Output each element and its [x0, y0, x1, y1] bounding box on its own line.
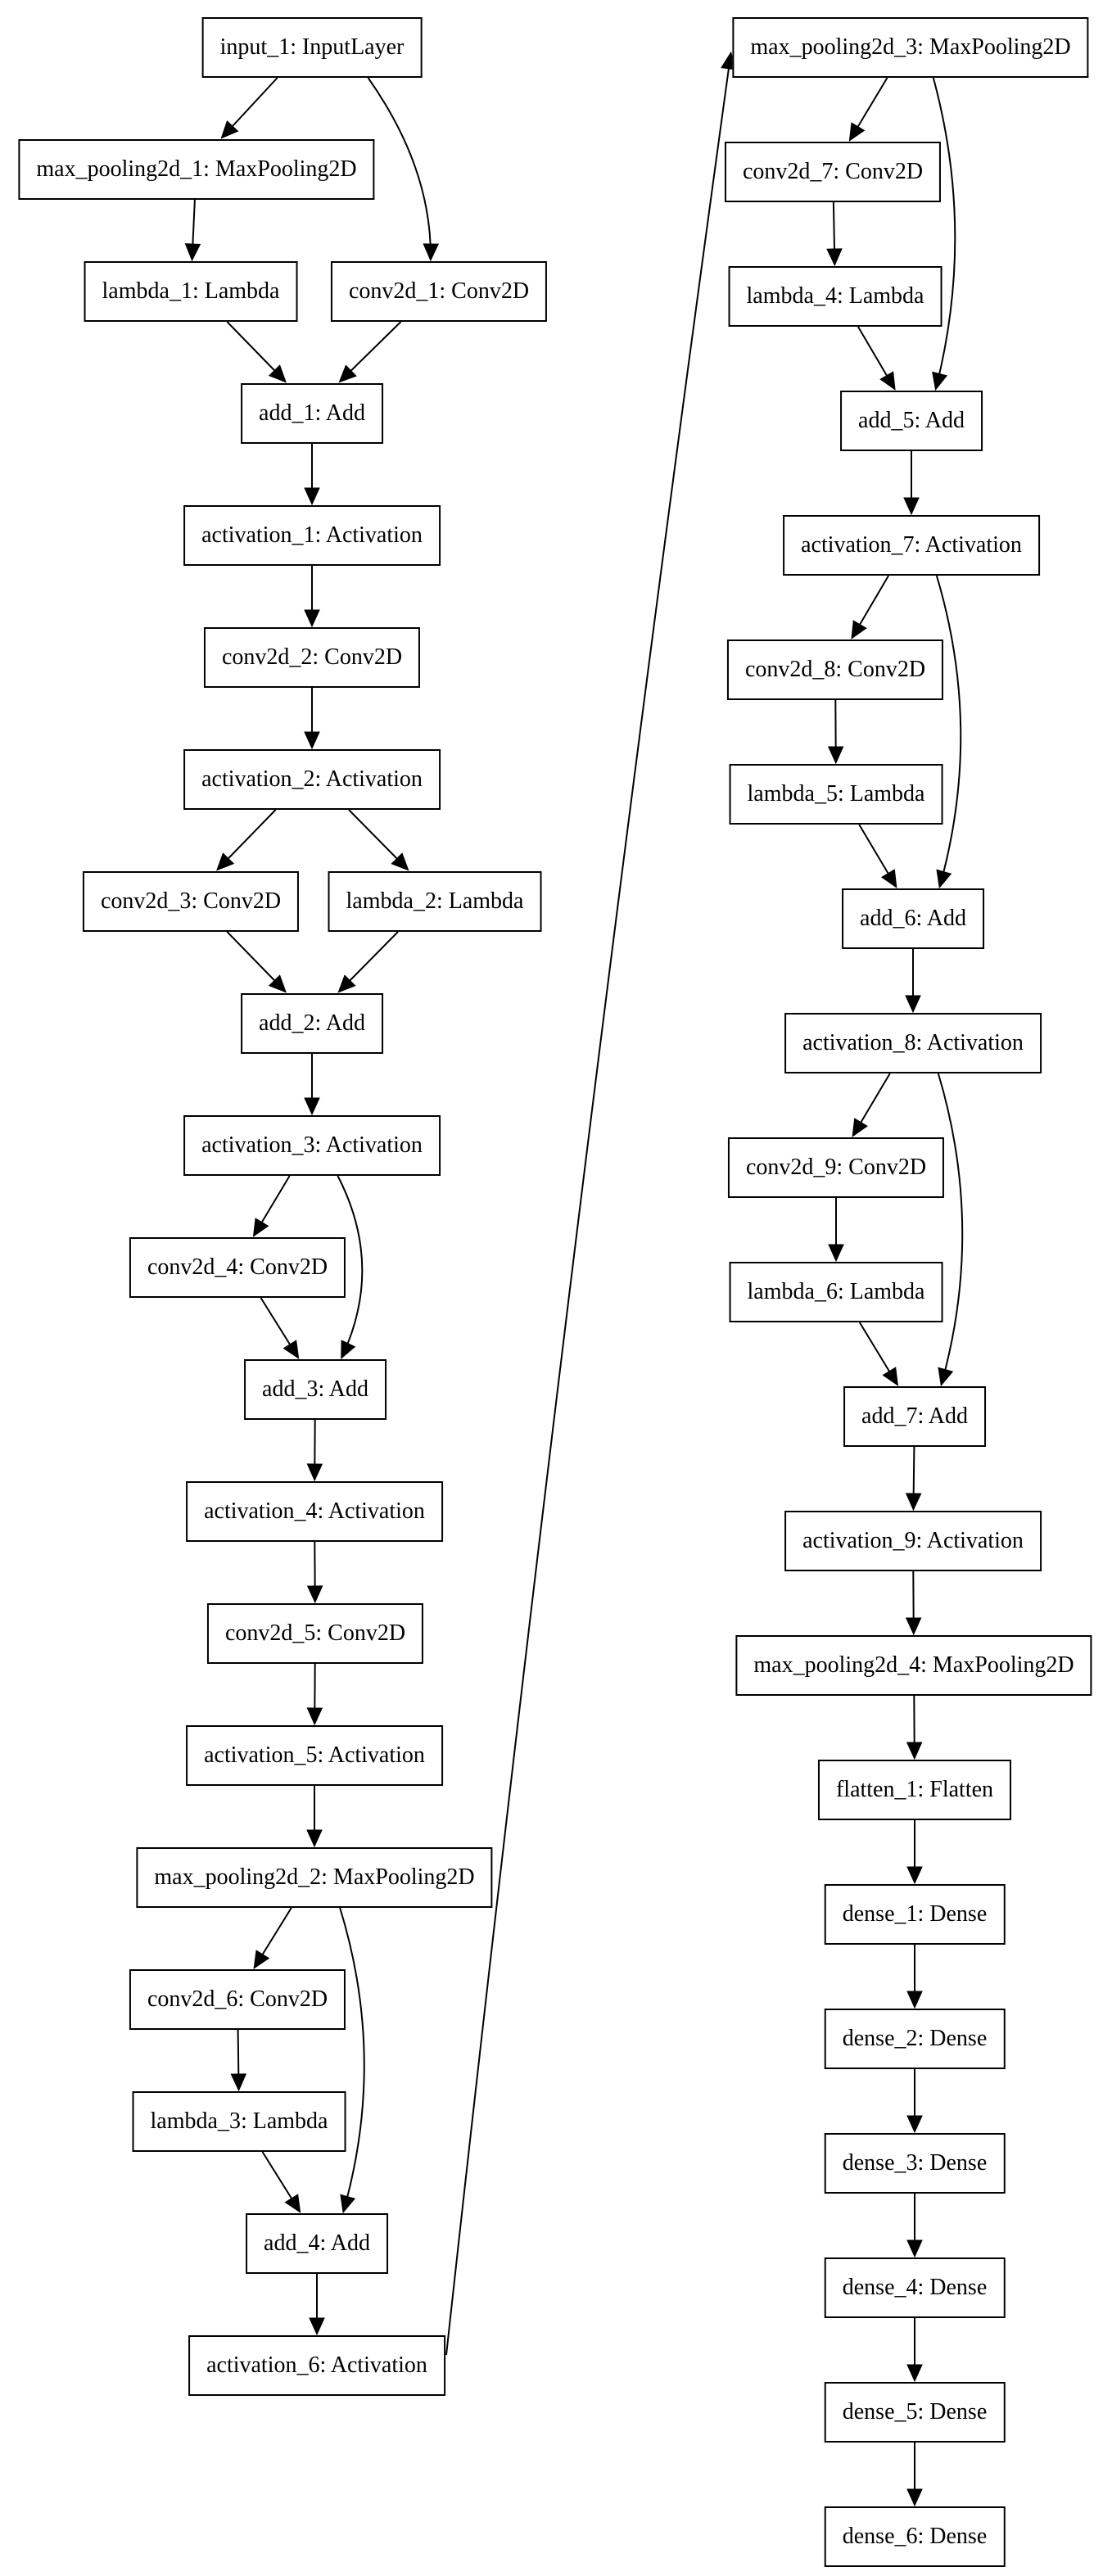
diagram-node-input_1: input_1: InputLayer — [201, 17, 423, 78]
diagram-node-activation_6: activation_6: Activation — [188, 2335, 445, 2396]
diagram-node-activation_3: activation_3: Activation — [183, 1115, 441, 1176]
diagram-node-add_1: add_1: Add — [241, 383, 383, 444]
diagram-node-conv2d_7: conv2d_7: Conv2D — [724, 142, 942, 202]
diagram-node-activation_9: activation_9: Activation — [784, 1511, 1042, 1571]
edge-activation_2-to-lambda_2 — [348, 809, 408, 870]
edge-max_pooling2d_2-to-conv2d_6 — [255, 1907, 292, 1968]
diagram-node-lambda_1: lambda_1: Lambda — [84, 261, 298, 322]
diagram-node-add_7: add_7: Add — [843, 1386, 986, 1447]
edge-max_pooling2d_3-to-conv2d_7 — [850, 77, 888, 140]
edge-lambda_4-to-add_5 — [857, 326, 895, 389]
diagram-node-activation_5: activation_5: Activation — [186, 1725, 443, 1786]
edge-activation_8-to-add_7 — [937, 1073, 964, 1385]
diagram-node-add_3: add_3: Add — [244, 1359, 387, 1420]
diagram-node-conv2d_9: conv2d_9: Conv2D — [727, 1137, 945, 1198]
diagram-node-max_pooling2d_4: max_pooling2d_4: MaxPooling2D — [735, 1635, 1092, 1696]
diagram-node-dense_5: dense_5: Dense — [824, 2382, 1006, 2443]
diagram-node-activation_8: activation_8: Activation — [784, 1013, 1042, 1073]
edge-input_1-to-conv2d_1 — [367, 77, 431, 260]
edge-max_pooling2d_3-to-add_5 — [933, 77, 956, 389]
diagram-node-activation_1: activation_1: Activation — [183, 505, 441, 566]
edge-activation_7-to-conv2d_8 — [852, 575, 889, 638]
diagram-node-max_pooling2d_2: max_pooling2d_2: MaxPooling2D — [136, 1847, 493, 1908]
edge-lambda_2-to-add_2 — [339, 931, 399, 992]
diagram-node-max_pooling2d_1: max_pooling2d_1: MaxPooling2D — [18, 139, 375, 200]
diagram-node-activation_2: activation_2: Activation — [183, 749, 441, 810]
diagram-node-conv2d_4: conv2d_4: Conv2D — [129, 1237, 346, 1298]
diagram-node-add_6: add_6: Add — [842, 888, 984, 949]
edge-conv2d_4-to-add_3 — [260, 1297, 299, 1358]
diagram-node-dense_3: dense_3: Dense — [824, 2133, 1006, 2194]
diagram-node-conv2d_1: conv2d_1: Conv2D — [330, 261, 548, 322]
edge-lambda_3-to-add_4 — [261, 2151, 301, 2212]
edge-activation_6-to-max_pooling2d_3 — [445, 53, 731, 2356]
edge-conv2d_1-to-add_1 — [340, 321, 402, 382]
diagram-node-activation_4: activation_4: Activation — [186, 1481, 443, 1542]
diagram-node-lambda_5: lambda_5: Lambda — [729, 764, 943, 825]
edge-conv2d_6-to-lambda_3 — [238, 2029, 239, 2090]
edge-activation_2-to-conv2d_3 — [218, 809, 277, 870]
diagram-node-lambda_2: lambda_2: Lambda — [328, 871, 542, 932]
diagram-node-add_5: add_5: Add — [840, 391, 983, 451]
edge-activation_7-to-add_6 — [935, 575, 962, 887]
edge-conv2d_3-to-add_2 — [226, 931, 285, 992]
diagram-node-conv2d_8: conv2d_8: Conv2D — [726, 639, 944, 700]
diagram-node-dense_6: dense_6: Dense — [824, 2506, 1006, 2567]
edge-max_pooling2d_1-to-lambda_1 — [192, 199, 195, 260]
edge-activation_3-to-add_3 — [337, 1175, 364, 1358]
diagram-node-conv2d_6: conv2d_6: Conv2D — [129, 1969, 346, 2030]
diagram-node-dense_2: dense_2: Dense — [824, 2009, 1006, 2069]
diagram-node-lambda_3: lambda_3: Lambda — [132, 2091, 346, 2152]
diagram-node-lambda_6: lambda_6: Lambda — [729, 1262, 943, 1322]
edge-max_pooling2d_2-to-add_4 — [339, 1907, 365, 2212]
diagram-node-dense_4: dense_4: Dense — [824, 2257, 1006, 2318]
edge-activation_3-to-conv2d_4 — [254, 1175, 291, 1236]
edge-activation_8-to-conv2d_9 — [853, 1073, 891, 1136]
diagram-node-add_2: add_2: Add — [241, 993, 383, 1054]
diagram-node-conv2d_2: conv2d_2: Conv2D — [203, 627, 421, 688]
edge-lambda_6-to-add_7 — [858, 1322, 897, 1385]
edge-input_1-to-max_pooling2d_1 — [222, 77, 278, 138]
diagram-node-lambda_4: lambda_4: Lambda — [728, 266, 943, 327]
diagram-node-activation_7: activation_7: Activation — [783, 515, 1040, 576]
edge-lambda_5-to-add_6 — [858, 824, 896, 887]
edge-lambda_1-to-add_1 — [226, 321, 285, 382]
diagram-node-add_4: add_4: Add — [246, 2213, 388, 2274]
edge-add_7-to-activation_9 — [913, 1446, 914, 1509]
diagram-node-max_pooling2d_3: max_pooling2d_3: MaxPooling2D — [732, 17, 1089, 78]
diagram-node-conv2d_5: conv2d_5: Conv2D — [206, 1603, 424, 1664]
diagram-node-conv2d_3: conv2d_3: Conv2D — [82, 871, 300, 932]
diagram-node-dense_1: dense_1: Dense — [824, 1884, 1006, 1945]
diagram-node-flatten_1: flatten_1: Flatten — [817, 1760, 1012, 1820]
